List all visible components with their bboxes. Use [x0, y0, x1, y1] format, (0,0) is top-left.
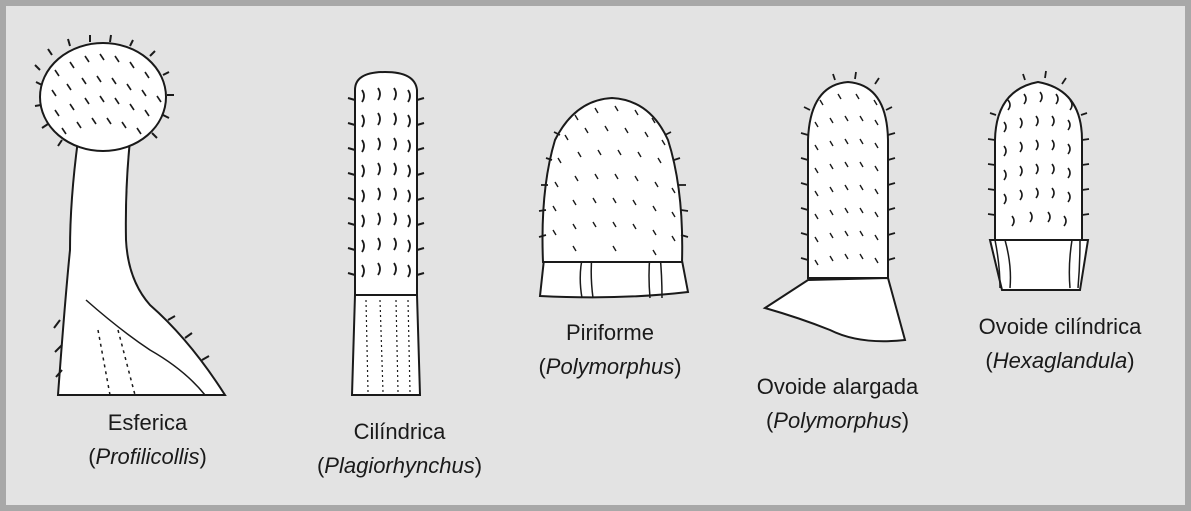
shape-name: Ovoide alargada — [735, 370, 940, 404]
caption-ovoide-alargada: Ovoide alargada (Polymorphus) — [735, 370, 940, 438]
piriforme-illustration — [539, 98, 688, 298]
caption-esferica: Esferica (Profilicollis) — [60, 406, 235, 474]
genus-label: (Hexaglandula) — [955, 344, 1165, 378]
genus-label: (Polymorphus) — [520, 350, 700, 384]
caption-ovoide-cilindrica: Ovoide cilíndrica (Hexaglandula) — [955, 310, 1165, 378]
cilindrica-illustration — [348, 72, 424, 395]
genus-name: Polymorphus — [773, 408, 901, 433]
genus-name: Polymorphus — [546, 354, 674, 379]
ovoide-alargada-illustration — [765, 72, 905, 341]
genus-name: Profilicollis — [96, 444, 200, 469]
caption-piriforme: Piriforme (Polymorphus) — [520, 316, 700, 384]
genus-label: (Plagiorhynchus) — [292, 449, 507, 483]
shape-name: Esferica — [60, 406, 235, 440]
caption-cilindrica: Cilíndrica (Plagiorhynchus) — [292, 415, 507, 483]
genus-name: Hexaglandula — [993, 348, 1128, 373]
genus-label: (Polymorphus) — [735, 404, 940, 438]
shape-name: Cilíndrica — [292, 415, 507, 449]
ovoide-cilindrica-illustration — [988, 71, 1089, 290]
genus-label: (Profilicollis) — [60, 440, 235, 474]
genus-name: Plagiorhynchus — [324, 453, 474, 478]
esferica-illustration — [35, 35, 225, 395]
shape-name: Piriforme — [520, 316, 700, 350]
shape-name: Ovoide cilíndrica — [955, 310, 1165, 344]
